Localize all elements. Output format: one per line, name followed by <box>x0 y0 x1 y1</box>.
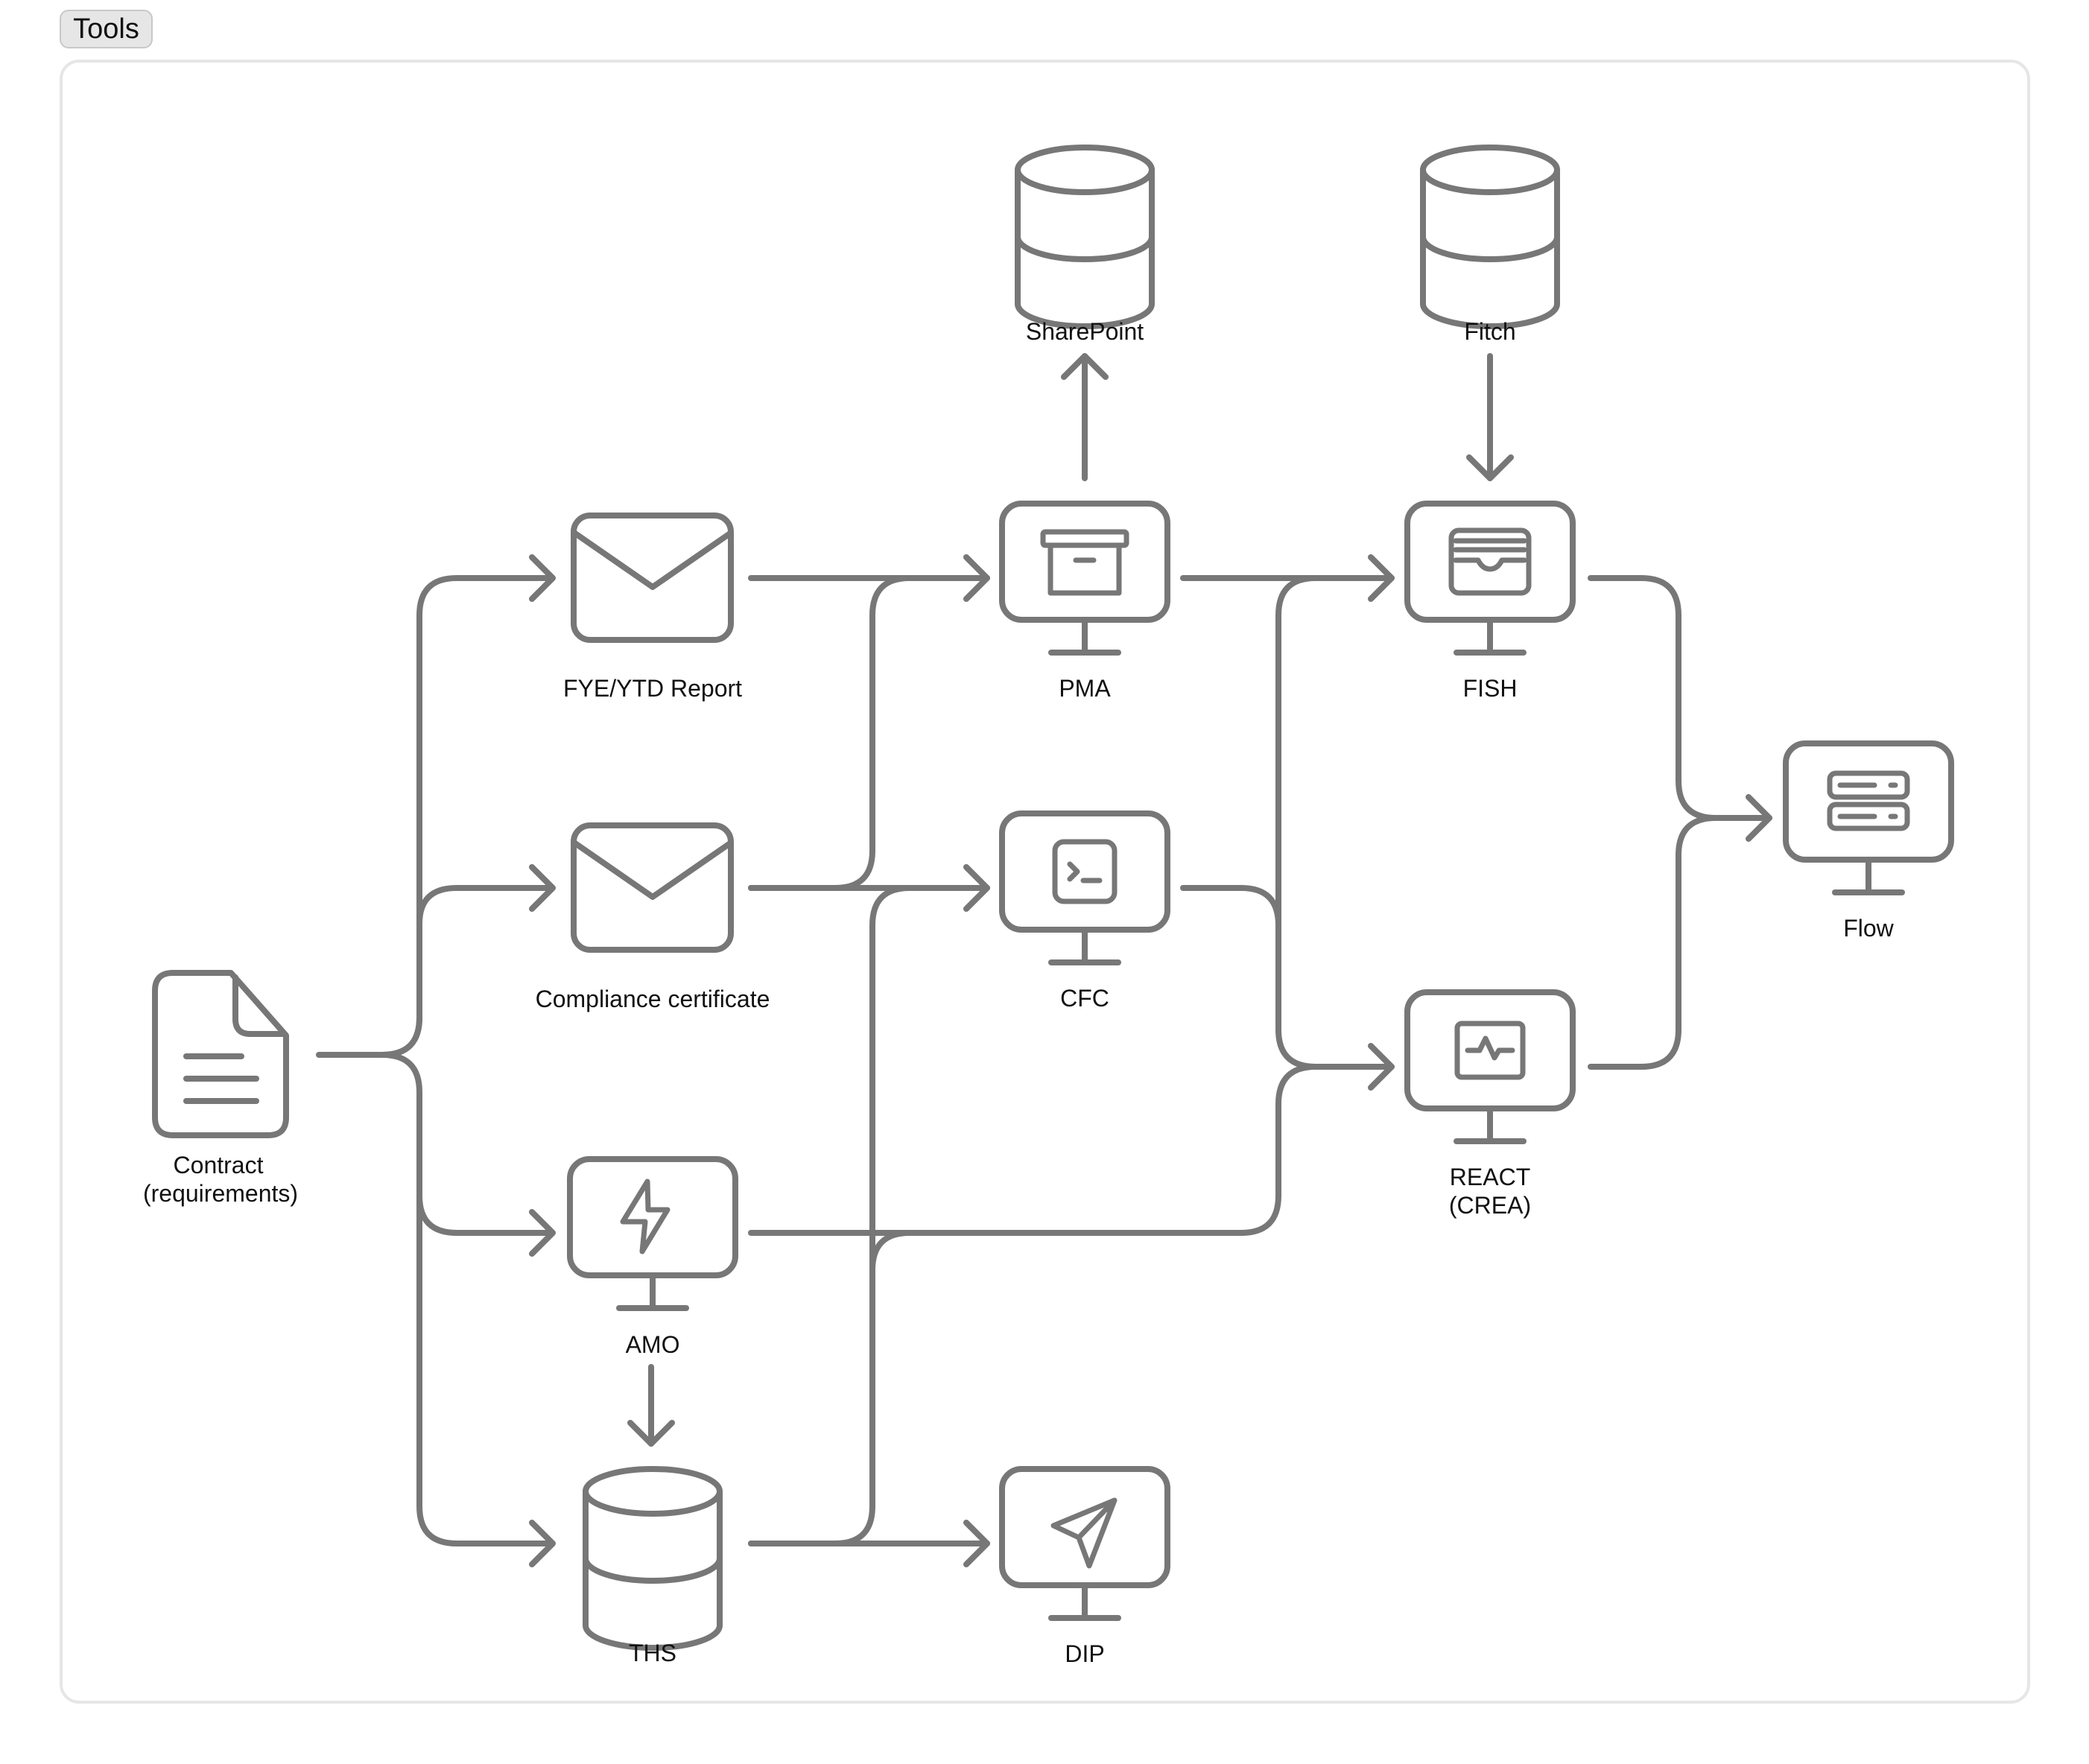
edge-contract-trunk <box>316 575 554 1058</box>
edge-fish-flow <box>1588 575 1772 821</box>
node-label: REACT <box>1450 1164 1530 1190</box>
terminal-icon <box>1052 839 1118 904</box>
node-label: SharePoint <box>1026 318 1144 345</box>
node-label: CFC <box>1060 985 1109 1012</box>
archive-icon <box>1040 529 1129 596</box>
node-compliance[interactable]: Compliance certificate <box>536 822 770 1012</box>
node-label: Compliance certificate <box>536 986 770 1012</box>
tools-button-label: Tools <box>73 13 139 45</box>
diagram-panel <box>60 60 2030 1704</box>
edges <box>316 353 1772 1567</box>
node-contract[interactable]: Contract (requirements) <box>143 970 298 1207</box>
node-label: FISH <box>1463 675 1518 702</box>
edge-amo-react <box>748 1064 1319 1236</box>
node-label: Flow <box>1843 915 1894 942</box>
node-sharepoint[interactable]: SharePoint <box>1018 147 1152 345</box>
node-pma[interactable]: PMA <box>1002 504 1167 702</box>
database-icon <box>1018 147 1152 326</box>
envelope-icon <box>571 513 734 643</box>
node-fish[interactable]: FISH <box>1407 504 1573 702</box>
edge-pma-react <box>1275 575 1395 1070</box>
edge-react-flow <box>1588 815 1719 1070</box>
envelope-icon <box>571 822 734 953</box>
activity-icon <box>1454 1021 1526 1080</box>
monitor-icon <box>1407 992 1573 1141</box>
node-label: Fitch <box>1464 318 1515 345</box>
document-icon <box>152 970 289 1138</box>
node-label: THS <box>629 1640 676 1666</box>
edge-contract-amo <box>379 1052 554 1236</box>
monitor-icon <box>1002 504 1167 653</box>
monitor-icon <box>1407 504 1573 653</box>
server-icon <box>1827 770 1910 831</box>
node-label: (requirements) <box>143 1180 298 1207</box>
node-cfc[interactable]: CFC <box>1002 813 1167 1012</box>
edge-contract-compliance <box>379 885 554 1058</box>
node-label: Contract <box>174 1152 264 1178</box>
node-amo[interactable]: AMO <box>570 1159 735 1358</box>
monitor-icon <box>1002 813 1167 962</box>
node-label: DIP <box>1065 1640 1104 1667</box>
node-label: PMA <box>1059 675 1111 702</box>
wallet-icon <box>1448 527 1532 596</box>
edge-contract-ths <box>416 1089 554 1546</box>
node-label: (CREA) <box>1449 1192 1531 1219</box>
node-react[interactable]: REACT (CREA) <box>1407 992 1573 1219</box>
node-ths[interactable]: THS <box>586 1469 720 1666</box>
node-fye[interactable]: FYE/YTD Report <box>563 513 742 702</box>
database-icon <box>586 1469 720 1648</box>
node-label: AMO <box>626 1331 680 1358</box>
lightning-icon <box>620 1178 671 1254</box>
database-icon <box>1423 147 1557 326</box>
node-label: FYE/YTD Report <box>563 675 742 702</box>
node-fitch[interactable]: Fitch <box>1423 147 1557 345</box>
monitor-icon <box>1002 1469 1167 1618</box>
edge-bus-react <box>869 1230 913 1273</box>
node-dip[interactable]: DIP <box>1002 1469 1167 1667</box>
edge-ths-bus <box>748 885 913 1546</box>
node-flow[interactable]: Flow <box>1786 743 1951 942</box>
edge-cfc-react <box>1180 885 1281 928</box>
edge-compliance-pma <box>748 575 913 891</box>
tools-button[interactable]: Tools <box>60 10 153 48</box>
send-icon <box>1050 1497 1118 1569</box>
